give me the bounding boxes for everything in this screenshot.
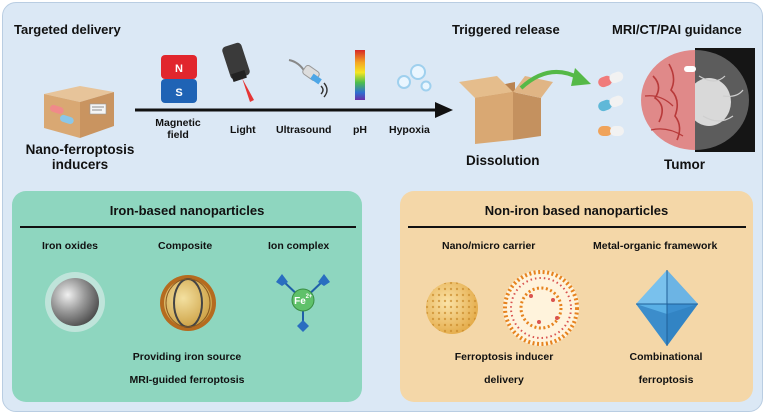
iron-oxides-label: Iron oxides <box>42 240 99 252</box>
ferroptosis-inducer-caption-1: Ferroptosis inducer <box>454 351 554 363</box>
release-arrow <box>519 68 591 90</box>
ion-complex-label: Ion complex <box>268 240 330 252</box>
magnet-s-label: S <box>175 87 182 99</box>
magnetic-field-label: Magnetic field <box>150 117 206 141</box>
composite-label: Composite <box>158 240 213 252</box>
magnet-icon: N S <box>161 55 197 103</box>
porous-nanoparticle-icon <box>426 282 478 334</box>
ultrasound-probe-icon <box>288 59 328 98</box>
combinational-caption-1: Combinational <box>629 351 703 363</box>
nano-micro-carrier-label: Nano/micro carrier <box>442 240 536 252</box>
hypoxia-bubbles-icon <box>397 64 432 92</box>
open-box-icon <box>459 76 553 144</box>
targeted-delivery-heading: Targeted delivery <box>14 22 121 37</box>
composite-particle-icon <box>160 275 216 331</box>
hypoxia-label: Hypoxia <box>389 124 430 136</box>
ferroptosis-inducer-caption-2: delivery <box>484 374 524 386</box>
imaging-guidance-heading: MRI/CT/PAI guidance <box>612 22 742 37</box>
tumor-label: Tumor <box>664 157 705 172</box>
inducers-line-1: Nano-ferroptosis <box>25 142 135 157</box>
laser-light-icon <box>222 42 254 102</box>
fe-charge-label: 2+ <box>306 294 313 300</box>
capsules-icon <box>598 71 624 136</box>
triggered-release-heading: Triggered release <box>452 22 560 37</box>
dissolution-label: Dissolution <box>466 153 540 168</box>
non-iron-panel-divider <box>408 226 746 228</box>
ultrasound-label: Ultrasound <box>276 124 332 136</box>
magnet-n-label: N <box>175 63 183 75</box>
delivery-arrow <box>135 102 453 118</box>
nano-ferroptosis-inducers-label: Nano-ferroptosis inducers <box>18 142 142 172</box>
iron-oxide-particle-icon <box>45 272 105 332</box>
liposome-carrier-icon <box>503 270 579 346</box>
metal-organic-framework-label: Metal-organic framework <box>593 240 718 252</box>
ph-scale-icon <box>355 50 365 100</box>
light-label: Light <box>230 124 256 136</box>
magnetic-line-1: Magnetic <box>155 117 201 129</box>
inducers-line-2: inducers <box>51 157 109 172</box>
tumor-brain-icon <box>641 48 755 152</box>
package-box-icon <box>44 86 114 138</box>
iron-panel-caption-1: Providing iron source <box>132 351 242 363</box>
iron-panel-divider <box>20 226 356 228</box>
non-iron-panel-title: Non-iron based nanoparticles <box>484 203 669 218</box>
iron-panel-title: Iron-based nanoparticles <box>109 203 265 218</box>
mof-octahedron-icon <box>636 270 698 346</box>
magnetic-line-2: field <box>167 129 189 141</box>
fe-label: Fe <box>294 296 306 307</box>
ph-label: pH <box>353 124 367 136</box>
iron-panel-caption-2: MRI-guided ferroptosis <box>129 374 245 386</box>
fe-complex-icon: Fe 2+ <box>276 274 330 332</box>
combinational-caption-2: ferroptosis <box>638 374 694 386</box>
